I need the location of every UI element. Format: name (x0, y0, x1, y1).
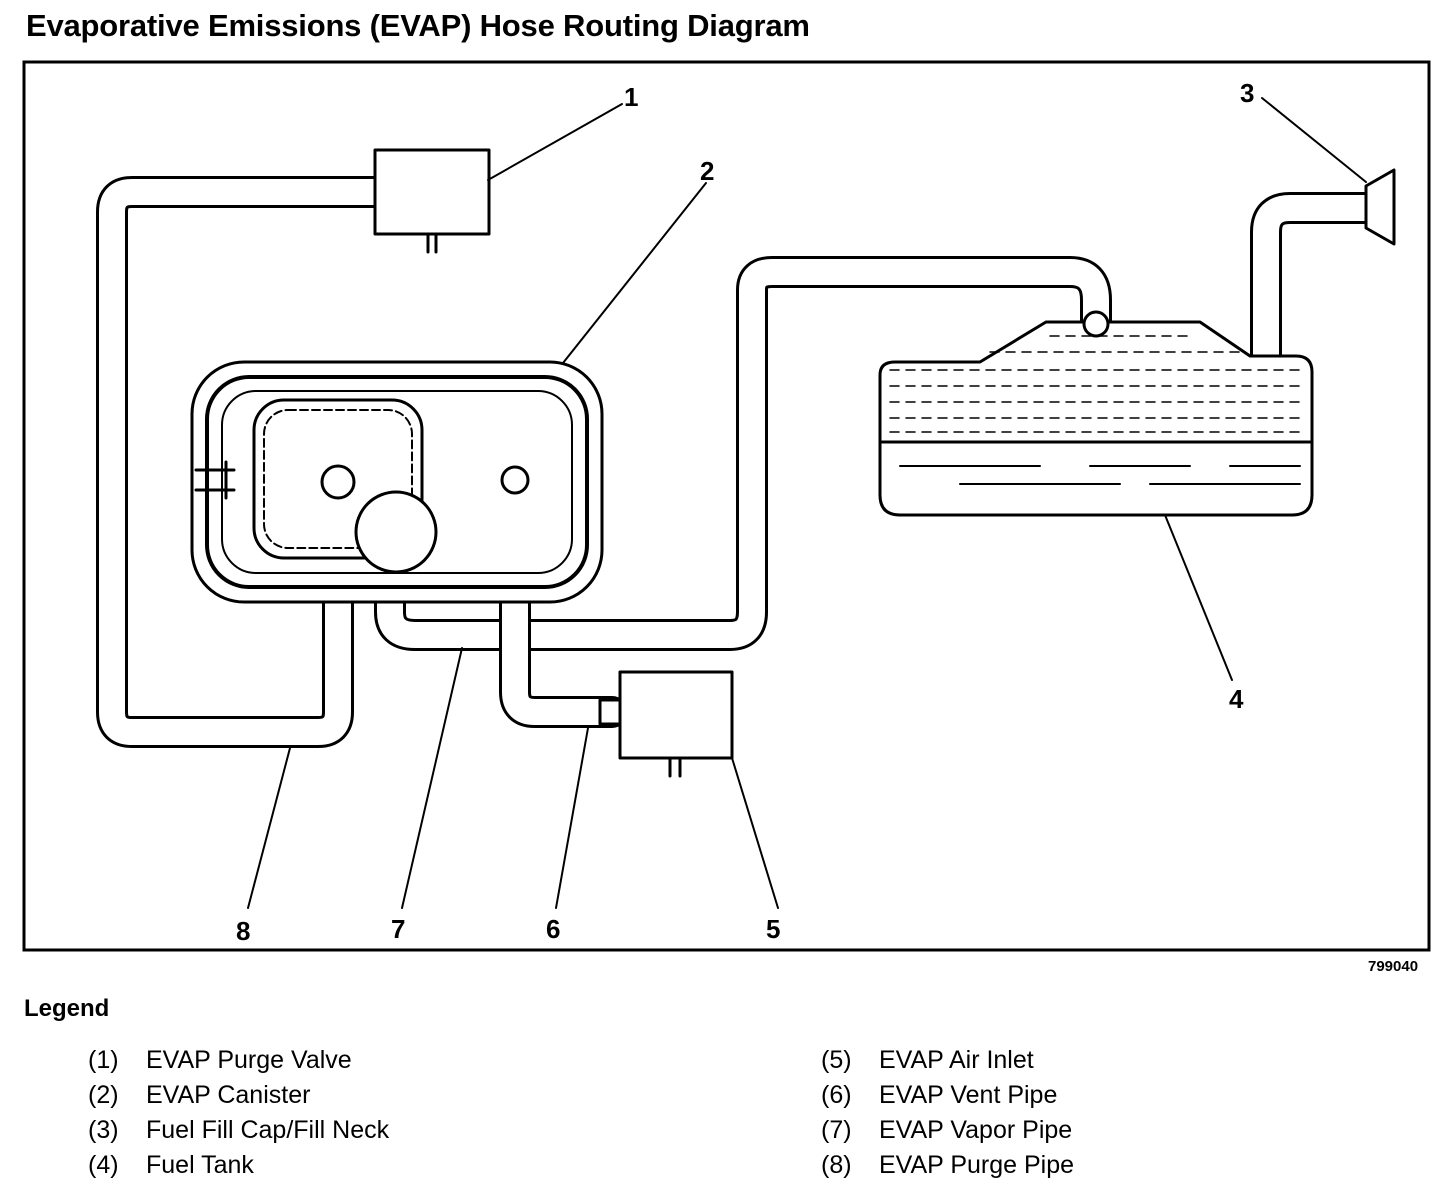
legend-item: (4)Fuel Tank (88, 1151, 254, 1179)
callout-3: 3 (1240, 78, 1254, 108)
legend-item: (5)EVAP Air Inlet (821, 1046, 1034, 1074)
legend-item: (8)EVAP Purge Pipe (821, 1151, 1075, 1179)
fuel-tank (878, 310, 1314, 517)
callout-4: 4 (1229, 684, 1244, 714)
callout-2: 2 (700, 156, 714, 186)
legend-item: (6)EVAP Vent Pipe (821, 1081, 1058, 1109)
legend-title: Legend (24, 995, 110, 1022)
evap-purge-pipe (96, 176, 394, 748)
page-title: Evaporative Emissions (EVAP) Hose Routin… (26, 8, 810, 43)
callout-7: 7 (391, 914, 405, 944)
callout-6: 6 (546, 914, 560, 944)
leader-lines (247, 97, 1367, 909)
evap-vent-pipe (499, 464, 628, 728)
evap-purge-valve (373, 148, 491, 254)
evap-air-inlet (598, 670, 734, 778)
callout-8: 8 (236, 916, 250, 946)
fuel-fill-cap (1364, 168, 1396, 246)
evap-vapor-pipe (374, 256, 1112, 651)
callout-1: 1 (624, 82, 638, 112)
fill-neck-pipe (1250, 192, 1384, 378)
legend-item: (1)EVAP Purge Valve (88, 1046, 352, 1074)
figure-id: 799040 (1368, 958, 1419, 975)
legend-item: (2)EVAP Canister (88, 1081, 311, 1109)
legend-item: (3)Fuel Fill Cap/Fill Neck (88, 1116, 390, 1144)
diagram-frame (22, 60, 1431, 952)
legend-item: (7)EVAP Vapor Pipe (821, 1116, 1073, 1144)
callout-5: 5 (766, 914, 780, 944)
evap-canister (190, 360, 604, 604)
